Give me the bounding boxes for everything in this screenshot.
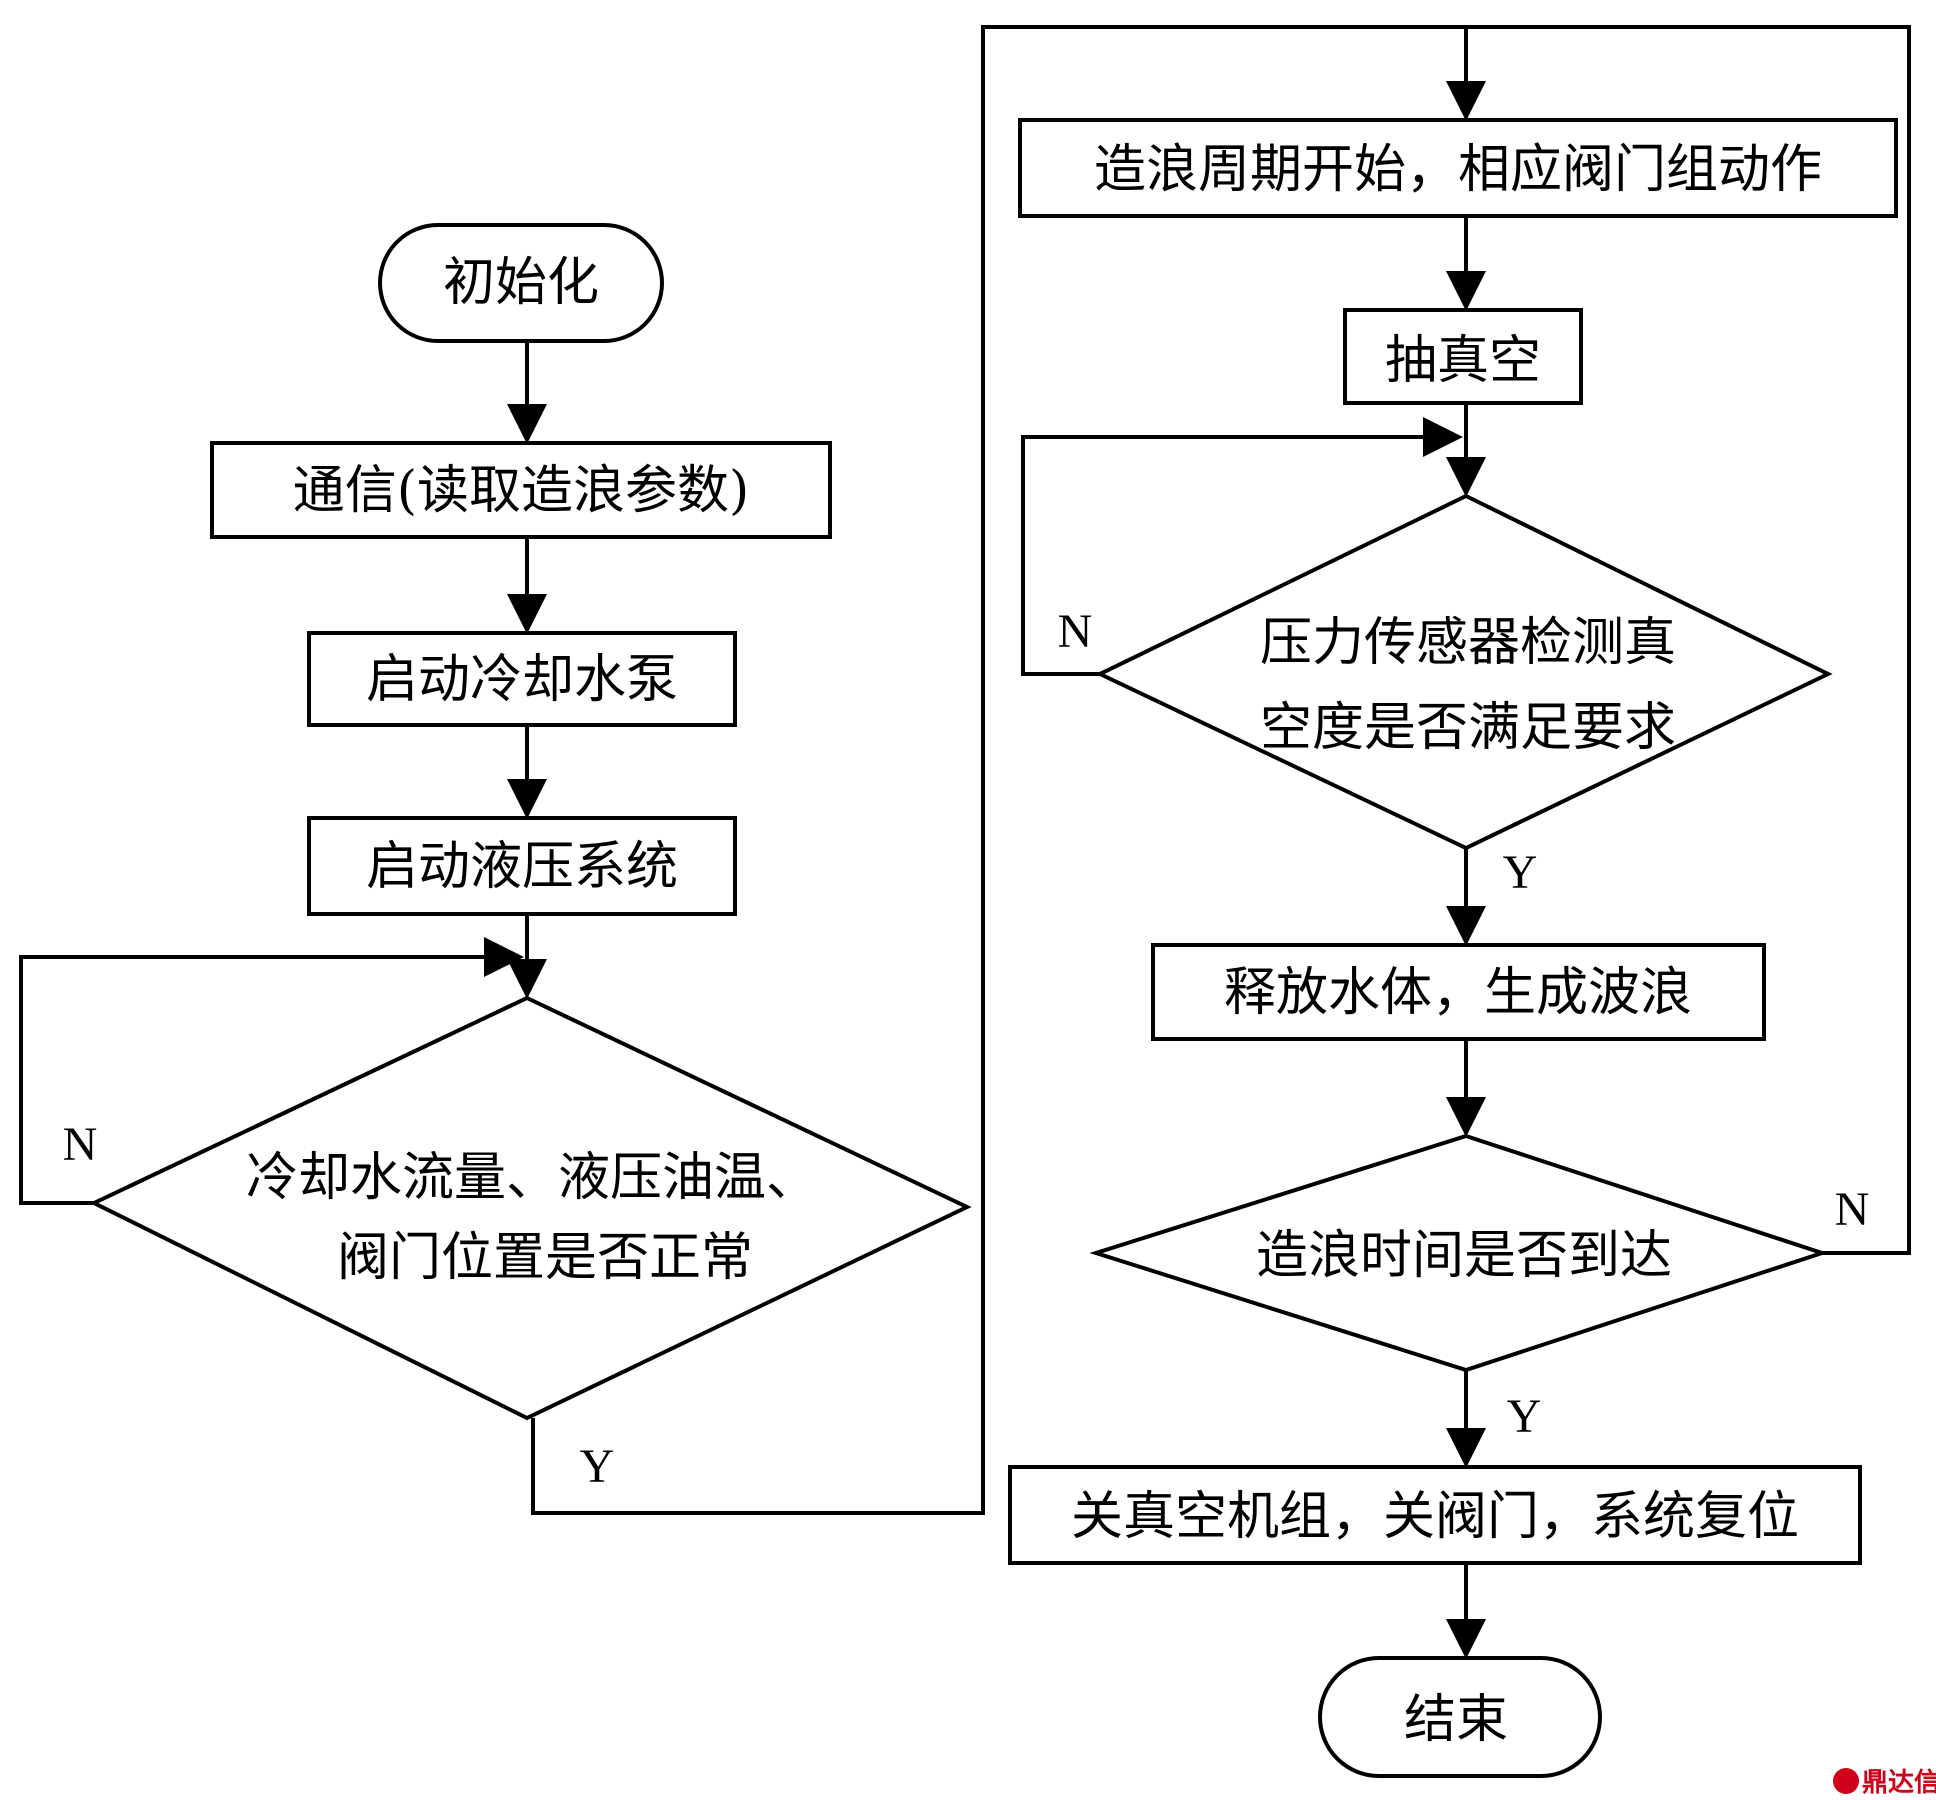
check2-label-line2: 空度是否满足要求 bbox=[1260, 698, 1676, 758]
check2-no-label: N bbox=[1058, 605, 1093, 658]
watermark-text: 鼎达信 bbox=[1862, 1768, 1936, 1798]
vacuum-box bbox=[1343, 308, 1583, 405]
end-label: 结束 bbox=[1404, 1690, 1508, 1750]
check2-yes-label: Y bbox=[1503, 846, 1538, 899]
shutdown-box bbox=[1008, 1465, 1862, 1565]
check1-yes-label: Y bbox=[580, 1440, 615, 1493]
cooling-pump-label: 启动冷却水泵 bbox=[366, 650, 678, 710]
comm-box bbox=[210, 441, 832, 539]
init-label: 初始化 bbox=[443, 253, 599, 313]
watermark-icon bbox=[1833, 1768, 1859, 1794]
cycle-start-box bbox=[1018, 118, 1898, 218]
cooling-pump-box bbox=[307, 631, 737, 727]
check1-label-line2: 阀门位置是否正常 bbox=[337, 1228, 753, 1288]
release-label: 释放水体，生成波浪 bbox=[1224, 963, 1692, 1023]
check2-no-loop bbox=[1021, 417, 1463, 676]
check3-label: 造浪时间是否到达 bbox=[1256, 1226, 1672, 1286]
check1-label-line1: 冷却水流量、液压油温、 bbox=[246, 1148, 818, 1208]
hydraulic-label: 启动液压系统 bbox=[366, 837, 678, 897]
release-box bbox=[1151, 943, 1766, 1041]
check1-decision bbox=[89, 995, 972, 1421]
end-terminator bbox=[1318, 1656, 1602, 1778]
check3-yes-label: Y bbox=[1507, 1390, 1542, 1443]
watermark-logo: 鼎达信 bbox=[1833, 1768, 1936, 1798]
shutdown-label: 关真空机组，关阀门，系统复位 bbox=[1071, 1487, 1799, 1547]
check1-yes-connector bbox=[531, 25, 1486, 1515]
check3-no-label: N bbox=[1835, 1183, 1870, 1236]
check2-label-line1: 压力传感器检测真 bbox=[1260, 613, 1676, 673]
start-terminator bbox=[378, 223, 664, 343]
check1-no-loop bbox=[19, 937, 524, 1205]
hydraulic-box bbox=[307, 816, 737, 916]
cycle-start-label: 造浪周期开始，相应阀门组动作 bbox=[1094, 140, 1822, 200]
check1-no-label: N bbox=[63, 1118, 98, 1171]
vacuum-label: 抽真空 bbox=[1385, 331, 1541, 391]
check3-no-loop bbox=[1466, 25, 1911, 1255]
comm-label: 通信(读取造浪参数) bbox=[293, 461, 750, 521]
